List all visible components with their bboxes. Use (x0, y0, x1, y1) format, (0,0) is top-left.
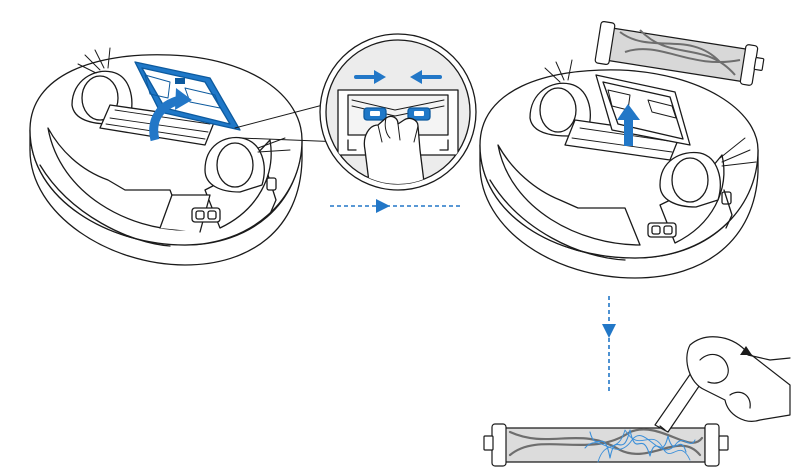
removed-roller-brush (594, 20, 765, 86)
step-lift-out-brush (479, 59, 759, 279)
step-press-release-tabs (319, 33, 477, 191)
step-cut-tangled-hair (483, 336, 791, 467)
dashed-arrow-down-icon (602, 296, 616, 392)
step-open-brush-cover (29, 47, 343, 266)
dashed-arrow-right-icon (330, 199, 460, 213)
